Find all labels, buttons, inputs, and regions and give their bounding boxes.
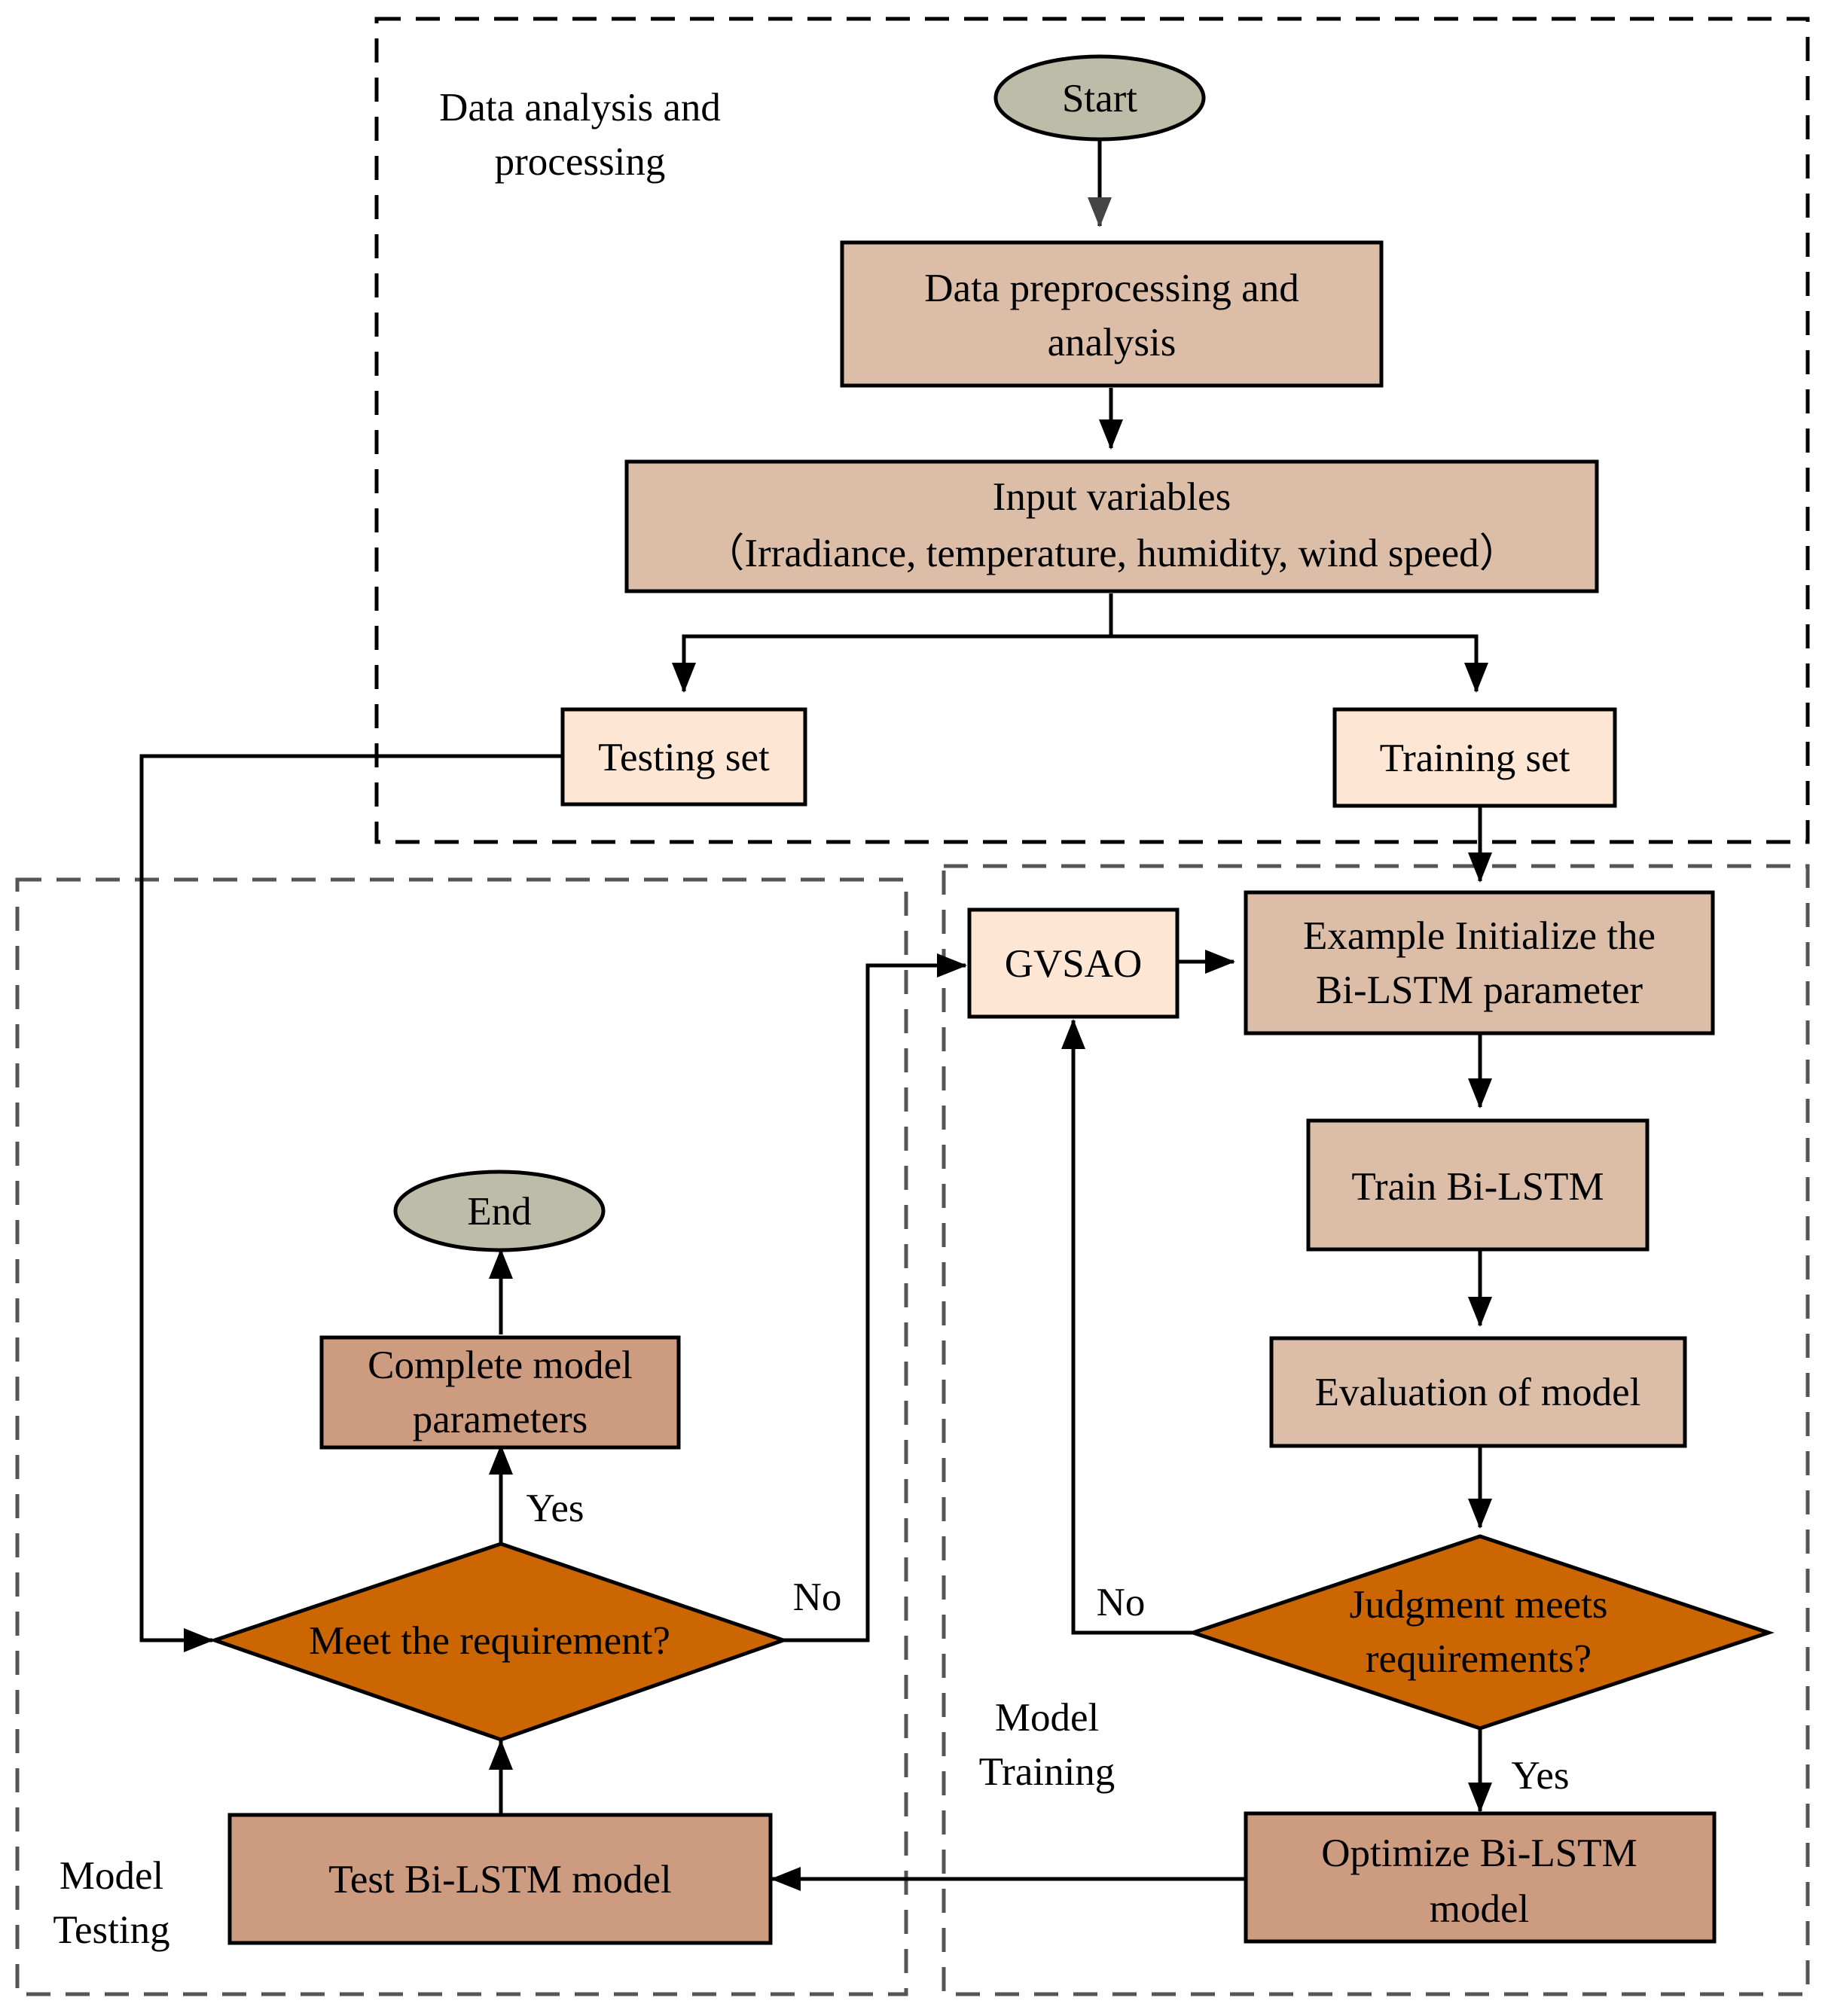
- test-model-box: [227, 1813, 773, 1945]
- judgment-decision: [1187, 1534, 1775, 1731]
- train-label: Train Bi-LSTM: [1351, 1165, 1604, 1209]
- start-terminal: [993, 54, 1206, 142]
- region-model-training-label-line1: Model: [995, 1696, 1099, 1740]
- preprocess-box: [840, 240, 1384, 388]
- start-label: Start: [1062, 77, 1137, 120]
- edge-meet-no-to-gvsao: [783, 953, 967, 1642]
- testing-set-box: [560, 707, 807, 807]
- region-model-training: [942, 864, 1810, 1996]
- optimize-label-line1: Optimize Bi-LSTM: [1321, 1831, 1637, 1875]
- edge-label-judgment-yes: Yes: [1511, 1754, 1569, 1798]
- input-variables-label-line2: （Irradiance, temperature, humidity, wind…: [704, 532, 1518, 575]
- complete-params-label-line2: parameters: [413, 1398, 587, 1441]
- judgment-label-line1: Judgment meets: [1350, 1583, 1608, 1627]
- complete-params-label-line1: Complete model: [368, 1343, 633, 1387]
- preprocess-label-line2: analysis: [1048, 321, 1177, 364]
- region-data-analysis-label-line2: processing: [495, 140, 666, 184]
- gvsao-box: [967, 907, 1180, 1019]
- training-set-label: Training set: [1380, 737, 1570, 780]
- input-variables-box: [624, 459, 1599, 593]
- region-data-analysis-label-line1: Data analysis and: [439, 86, 721, 130]
- end-terminal: [393, 1170, 606, 1252]
- gvsao-label: GVSAO: [1005, 942, 1143, 986]
- init-params-box: [1244, 890, 1715, 1035]
- judgment-label-line2: requirements?: [1366, 1637, 1592, 1681]
- meet-requirement-decision: [209, 1542, 789, 1742]
- meet-requirement-label: Meet the requirement?: [309, 1619, 670, 1663]
- edge-label-meet-yes: Yes: [526, 1487, 584, 1530]
- test-model-label: Test Bi-LSTM model: [328, 1858, 672, 1902]
- region-model-testing: [15, 877, 908, 1996]
- edge-judgment-no-to-gvsao: [1061, 1019, 1193, 1635]
- region-data-analysis: [374, 17, 1810, 844]
- edge-input-split: [672, 593, 1113, 693]
- region-model-training-label-line2: Training: [979, 1750, 1115, 1794]
- optimize-label-line2: model: [1430, 1887, 1529, 1931]
- region-model-testing-label-line2: Testing: [53, 1908, 169, 1952]
- optimize-box: [1244, 1811, 1717, 1944]
- preprocess-label-line1: Data preprocessing and: [924, 267, 1299, 310]
- evaluation-box: [1269, 1336, 1687, 1448]
- edge-testing-to-meet: [139, 754, 561, 1652]
- init-params-label-line1: Example Initialize the: [1303, 914, 1656, 958]
- edge-input-to-training: [1111, 634, 1488, 693]
- training-set-box: [1332, 707, 1617, 808]
- init-params-label-line2: Bi-LSTM parameter: [1316, 968, 1643, 1012]
- region-model-testing-label-line1: Model: [60, 1854, 163, 1898]
- input-variables-label-line1: Input variables: [993, 475, 1231, 519]
- edge-label-judgment-no: No: [1097, 1581, 1146, 1624]
- testing-set-label: Testing set: [598, 736, 770, 779]
- evaluation-label: Evaluation of model: [1315, 1371, 1641, 1414]
- edge-label-meet-no: No: [793, 1575, 842, 1619]
- end-label: End: [467, 1190, 531, 1234]
- train-box: [1306, 1118, 1650, 1252]
- complete-params-box: [319, 1335, 681, 1450]
